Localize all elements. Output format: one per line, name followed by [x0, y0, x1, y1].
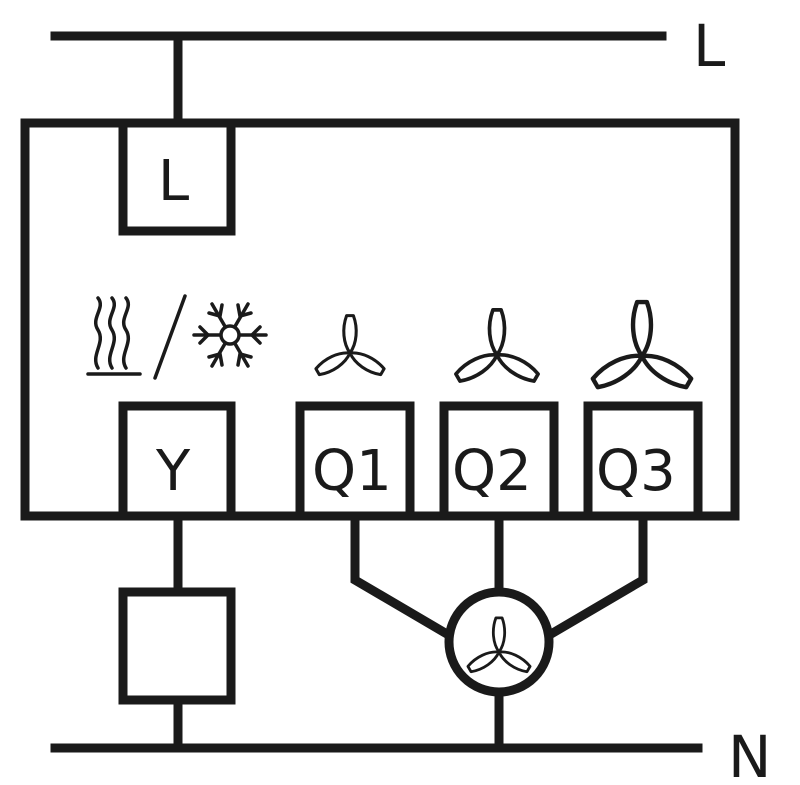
terminal-live — [118, 118, 236, 236]
live-rail-label: L — [693, 12, 725, 80]
terminal-q2-label: Q2 — [452, 439, 532, 504]
terminal-q2 — [439, 401, 559, 521]
terminal-valve-label: Y — [155, 439, 191, 504]
neutral-rail-label: N — [728, 723, 771, 785]
terminal-q1-label: Q1 — [312, 439, 392, 504]
terminal-valve — [118, 401, 236, 521]
q1-wire — [350, 511, 459, 644]
heating-waves-icon — [86, 296, 142, 376]
terminal-q3-label: Q3 — [596, 439, 676, 504]
q3-wire — [539, 511, 648, 644]
snowflake-icon — [192, 302, 268, 368]
terminal-live-label: L — [158, 149, 189, 214]
terminal-q1 — [295, 401, 415, 521]
heat-cool-separator — [153, 294, 187, 380]
valve-actuator-box — [118, 587, 236, 705]
